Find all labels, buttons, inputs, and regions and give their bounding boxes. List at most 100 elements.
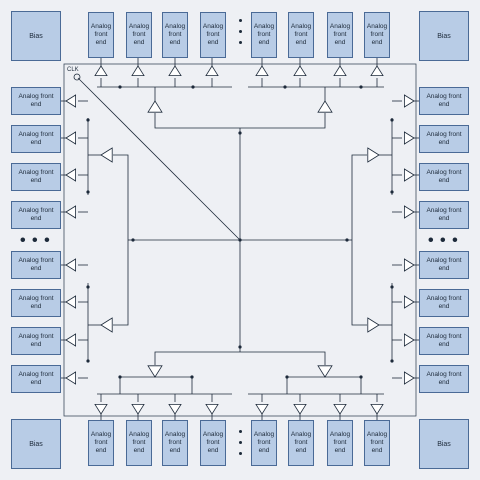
- afe-right-5: Analog front end: [419, 251, 469, 279]
- afe-right-4: Analog front end: [419, 201, 469, 229]
- afe-bottom-3: Analog front end: [162, 420, 188, 466]
- junction-dot: [86, 359, 90, 363]
- afe-label: Analog front end: [426, 295, 462, 310]
- bias-block-bottom-right: Bias: [419, 419, 469, 469]
- afe-bottom-5: Analog front end: [251, 420, 277, 466]
- buffer-right-lower: [367, 317, 380, 333]
- afe-label: Analog front end: [18, 207, 54, 222]
- buffer-right-upper: [367, 147, 380, 163]
- afe-left-4: Analog front end: [11, 201, 61, 229]
- buffer-top-3: [168, 65, 182, 76]
- afe-label: Analog front end: [426, 333, 462, 348]
- buffer-left-1: [65, 94, 76, 108]
- buffer-bottom-5: [255, 403, 269, 415]
- junction-dot: [359, 85, 363, 89]
- ellipsis-right: • • •: [428, 232, 459, 249]
- afe-label: Analog front end: [426, 93, 462, 108]
- afe-right-2: Analog front end: [419, 125, 469, 153]
- bias-label: Bias: [437, 32, 451, 40]
- buffer-bottom-right: [317, 365, 333, 378]
- junction-dot: [86, 190, 90, 194]
- buffer-left-5: [65, 258, 76, 272]
- bias-block-bottom-left: Bias: [11, 419, 61, 469]
- buffer-top-right: [317, 100, 333, 113]
- bias-block-top-left: Bias: [11, 11, 61, 61]
- afe-bottom-2: Analog front end: [126, 420, 152, 466]
- buffer-left-3: [65, 168, 76, 182]
- afe-left-3: Analog front end: [11, 163, 61, 191]
- buffer-left-upper: [100, 147, 113, 163]
- buffer-left-4: [65, 205, 76, 219]
- afe-label: Analog front end: [329, 23, 351, 46]
- afe-label: Analog front end: [290, 431, 312, 454]
- core-frame: [63, 63, 417, 417]
- afe-right-7: Analog front end: [419, 327, 469, 355]
- afe-label: Analog front end: [18, 295, 54, 310]
- right-lower-feed: [351, 240, 367, 326]
- afe-label: Analog front end: [164, 23, 186, 46]
- afe-left-5: Analog front end: [11, 251, 61, 279]
- junction-dot: [118, 85, 122, 89]
- afe-right-6: Analog front end: [419, 289, 469, 317]
- junction-dot: [390, 359, 394, 363]
- afe-label: Analog front end: [202, 431, 224, 454]
- afe-label: Analog front end: [18, 169, 54, 184]
- clock-label: CLK: [67, 67, 79, 73]
- junction-dot: [191, 85, 195, 89]
- ellipsis-bottom-dot-1: [238, 430, 242, 433]
- buffer-left-7: [65, 333, 76, 347]
- afe-bottom-4: Analog front end: [200, 420, 226, 466]
- buffer-left-8: [65, 371, 76, 385]
- left-upper-feed: [113, 154, 129, 240]
- top-right-feed: [240, 113, 326, 129]
- ellipsis-top-dot-3: [238, 41, 242, 44]
- buffer-right-8: [403, 371, 415, 385]
- afe-label: Analog front end: [329, 431, 351, 454]
- afe-bottom-7: Analog front end: [327, 420, 353, 466]
- buffer-right-1: [403, 94, 415, 108]
- ellipsis-left: • • •: [20, 232, 51, 249]
- buffer-right-6: [403, 295, 415, 309]
- afe-label: Analog front end: [426, 169, 462, 184]
- afe-top-1: Analog front end: [88, 12, 114, 58]
- afe-bottom-1: Analog front end: [88, 420, 114, 466]
- buffer-top-4: [205, 65, 219, 76]
- buffer-bottom-3: [168, 403, 182, 415]
- buffer-bottom-2: [131, 403, 145, 415]
- afe-label: Analog front end: [426, 371, 462, 386]
- buffer-top-6: [293, 65, 307, 76]
- buffer-right-4: [403, 205, 415, 219]
- afe-left-8: Analog front end: [11, 365, 61, 393]
- afe-left-7: Analog front end: [11, 327, 61, 355]
- bias-label: Bias: [29, 32, 43, 40]
- junction-dot: [86, 118, 90, 122]
- buffer-right-3: [403, 168, 415, 182]
- junction-dot: [390, 285, 394, 289]
- afe-label: Analog front end: [18, 333, 54, 348]
- buffer-bottom-7: [333, 403, 347, 415]
- buffer-top-8: [370, 65, 384, 76]
- clock-input-pin: [73, 73, 81, 81]
- afe-bottom-8: Analog front end: [364, 420, 390, 466]
- buffer-right-7: [403, 333, 415, 347]
- clock-input-wire: [77, 77, 241, 241]
- ellipsis-top-dot-2: [238, 30, 242, 33]
- afe-label: Analog front end: [426, 207, 462, 222]
- afe-left-2: Analog front end: [11, 125, 61, 153]
- ellipsis-bottom-dot-3: [238, 452, 242, 455]
- afe-right-8: Analog front end: [419, 365, 469, 393]
- buffer-top-1: [94, 65, 108, 76]
- afe-top-3: Analog front end: [162, 12, 188, 58]
- left-lower-feed: [113, 240, 129, 326]
- afe-top-6: Analog front end: [288, 12, 314, 58]
- right-upper-feed: [351, 154, 367, 240]
- afe-label: Analog front end: [128, 431, 150, 454]
- afe-right-1: Analog front end: [419, 87, 469, 115]
- top-left-feed: [154, 113, 240, 129]
- junction-dot: [86, 285, 90, 289]
- afe-top-5: Analog front end: [251, 12, 277, 58]
- afe-label: Analog front end: [290, 23, 312, 46]
- centre-node: [238, 238, 242, 242]
- buffer-bottom-4: [205, 403, 219, 415]
